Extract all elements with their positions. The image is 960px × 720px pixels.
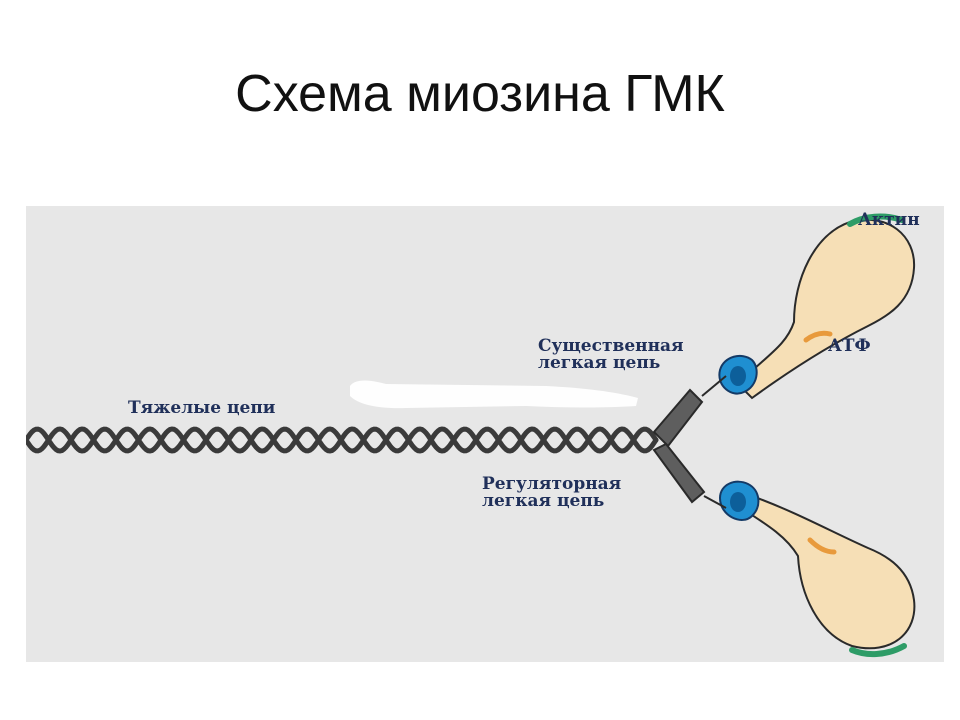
essential-light-chain-line-1: Существенная [538, 336, 684, 356]
white-smudge [350, 380, 638, 409]
myosin-diagram: Актин АТФ Тяжелые цепи Существенная легк… [26, 206, 944, 662]
actin-site-upper [847, 213, 905, 227]
atp-site-upper [803, 330, 833, 343]
neck-connectors [701, 375, 727, 509]
label-heavy-chains: Тяжелые цепи [128, 398, 276, 418]
regulatory-light-chain-line-1: Регуляторная [482, 474, 622, 494]
label-regulatory-light-chain: Регуляторная легкая цепь [482, 476, 621, 510]
light-chain-rings [718, 354, 760, 521]
lower-myosin-head [736, 494, 916, 658]
lower-blue-ring-shade [730, 492, 746, 512]
atp-site-lower [807, 537, 837, 555]
slide-title: Схема миозина ГМК [235, 65, 725, 123]
label-essential-light-chain: Существенная легкая цепь [538, 338, 684, 372]
upper-neck [652, 388, 704, 448]
neck-segments [652, 388, 706, 504]
upper-myosin-head [736, 213, 916, 400]
actin-site-lower [849, 643, 907, 658]
label-atp: АТФ [828, 336, 871, 356]
lower-neck [652, 442, 706, 504]
myosin-schematic [26, 213, 916, 658]
upper-blue-ring-shade [730, 366, 746, 386]
essential-light-chain-line-2: легкая цепь [538, 353, 661, 373]
label-actin: Актин [858, 210, 920, 230]
regulatory-light-chain-line-2: легкая цепь [482, 491, 605, 511]
heavy-chains-helix [26, 426, 659, 454]
